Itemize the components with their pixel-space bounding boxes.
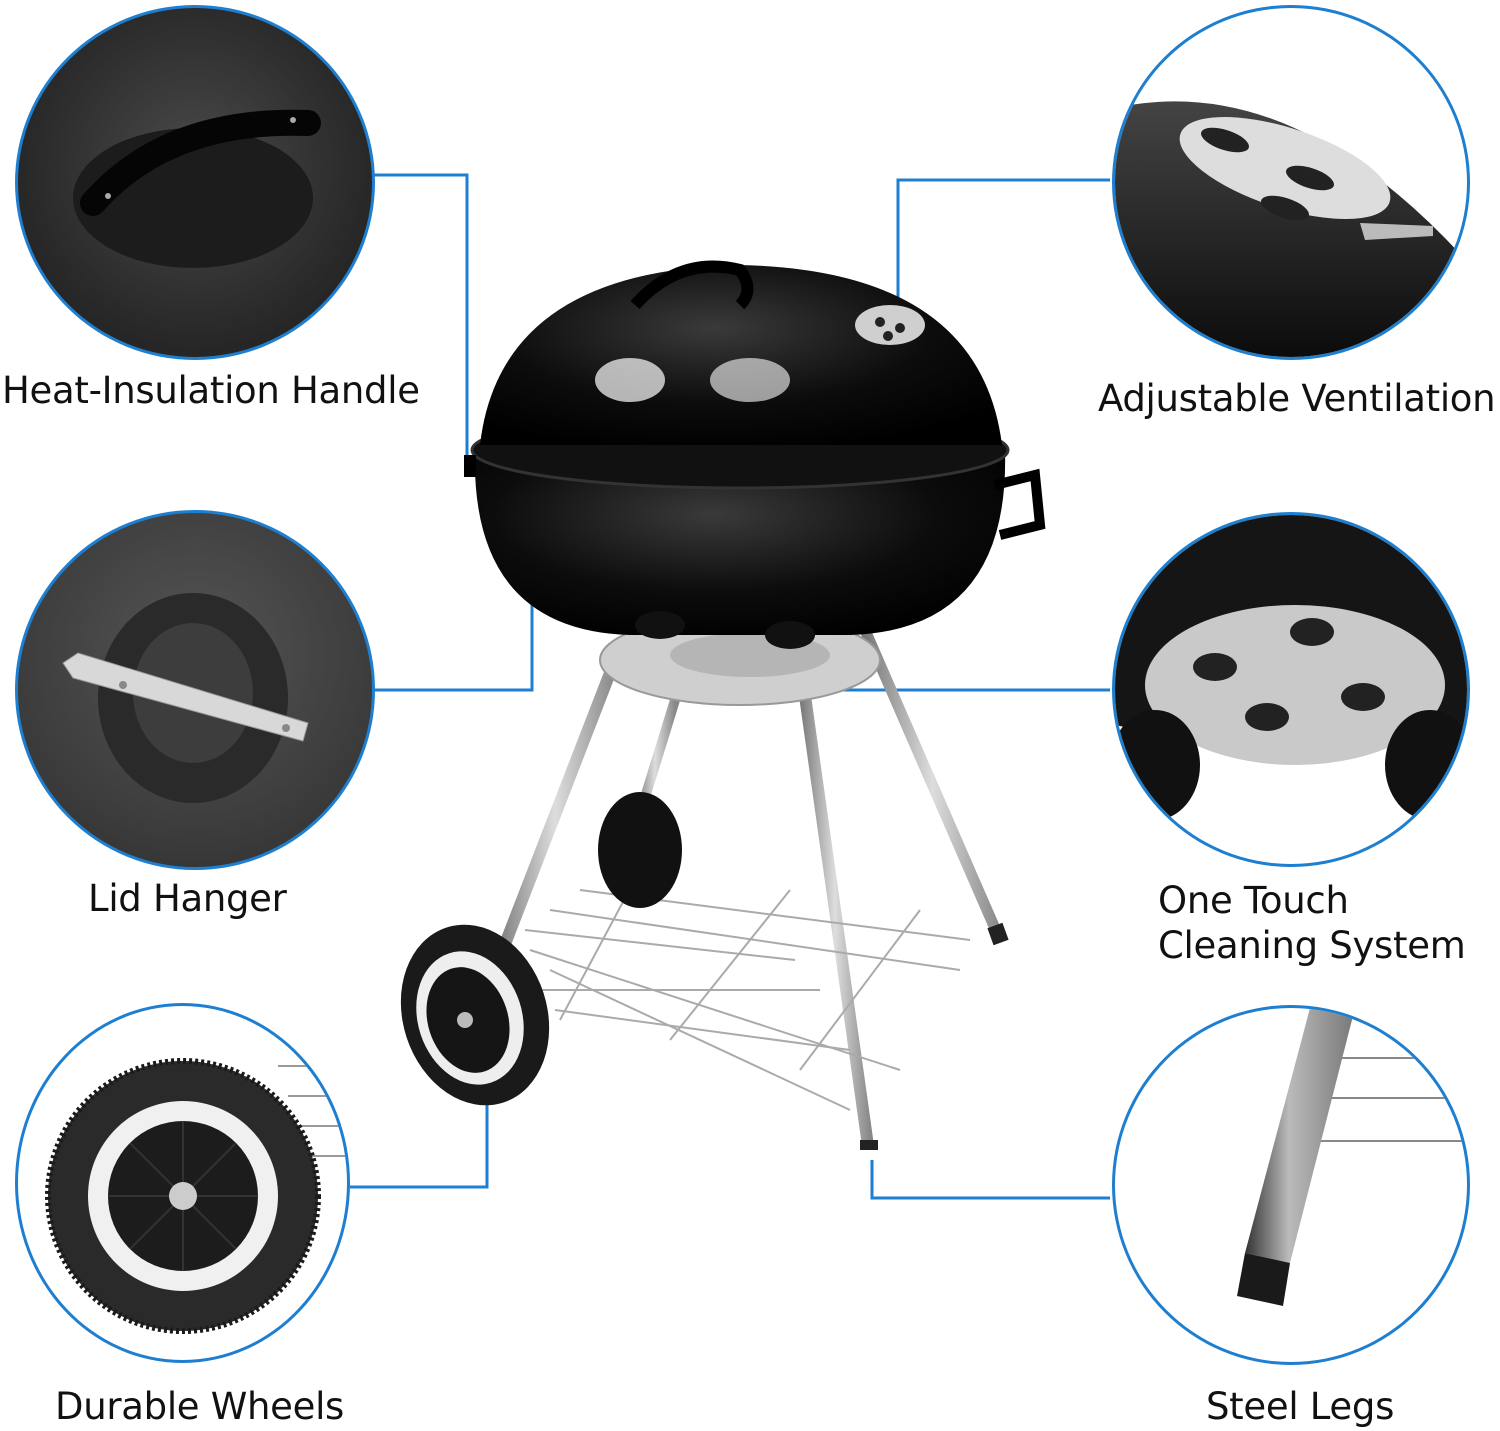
feature-circle-cleaning: [1112, 512, 1470, 867]
callout-wheels: [350, 1070, 489, 1189]
feature-label-cleaning: One Touch Cleaning System: [1158, 878, 1466, 968]
vent-damper-icon: [1115, 101, 1467, 357]
feature-circle-ventilation: [1112, 5, 1470, 360]
ash-cleaning-plate-icon: [1115, 515, 1467, 820]
feature-label-handle: Heat-Insulation Handle: [2, 369, 420, 412]
feature-circle-lid-hanger: [15, 510, 375, 870]
steel-leg-icon: [1237, 1008, 1467, 1306]
grill-bowl-icon: [464, 260, 1046, 649]
front-wheel-icon: [400, 924, 550, 1106]
bottom-rack-icon: [524, 869, 971, 1111]
lid-hanger-icon: [62, 593, 309, 803]
feature-label-wheels: Durable Wheels: [55, 1385, 345, 1428]
feature-label-cleaning-line1: One Touch: [1158, 879, 1349, 922]
wheel-icon: [45, 1058, 347, 1334]
feature-circle-legs: [1112, 1005, 1470, 1365]
callout-legs: [870, 1160, 1110, 1200]
grill-illustration: [400, 260, 1046, 1150]
callout-handle: [373, 173, 469, 458]
legs-icon: [489, 627, 1009, 1150]
feature-label-cleaning-line2: Cleaning System: [1158, 924, 1466, 968]
lid-handle-icon: [73, 109, 321, 268]
feature-label-lid-hanger: Lid Hanger: [88, 877, 287, 920]
callout-vent: [896, 178, 1110, 330]
feature-circle-handle: [15, 5, 375, 360]
feature-circle-wheels: [15, 1003, 350, 1363]
feature-label-legs: Steel Legs: [1206, 1385, 1395, 1428]
feature-label-ventilation: Adjustable Ventilation: [1098, 377, 1496, 420]
